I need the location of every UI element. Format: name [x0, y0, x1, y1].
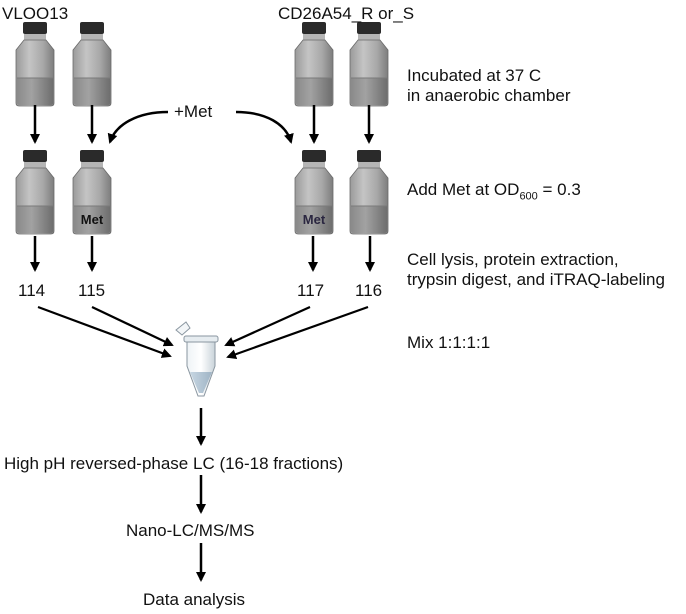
bottle-met-label: Met [81, 212, 104, 227]
met-arrow-left [107, 110, 169, 144]
arrow-mix-115 [91, 306, 174, 347]
bottle-cap [302, 22, 326, 34]
bottle-liquid [296, 206, 332, 233]
workflow-fractionation: High pH reversed-phase LC (16-18 fractio… [4, 454, 344, 473]
culture-bottles-treated: Met Met [15, 150, 389, 235]
bottle-cap [357, 22, 381, 34]
bottle-cd26-control [349, 150, 389, 235]
itraq-tag-115: 115 [78, 281, 106, 300]
step-lysis-line2: trypsin digest, and iTRAQ-labeling [407, 270, 665, 289]
step-incubation-line1: Incubated at 37 C [407, 66, 542, 85]
bottle-liquid [17, 78, 53, 105]
bottle-neck [303, 34, 325, 40]
bottle-liquid [74, 206, 110, 233]
arrow-mix-117 [224, 305, 311, 347]
arrow-mix-116 [226, 305, 369, 360]
bottle-cap [80, 22, 104, 34]
bottle-liquid [351, 206, 387, 233]
bottle-neck [358, 162, 380, 168]
workflow-ms: Nano-LC/MS/MS [126, 521, 255, 540]
strain-label-left: VLOO13 [2, 4, 69, 23]
bottle-met-label: Met [303, 212, 326, 227]
bottle-cap [23, 150, 47, 162]
bottle-neck [81, 34, 103, 40]
bottle-vloo13-met: Met [72, 150, 112, 235]
strain-label-right: CD26A54_R or_S [278, 4, 415, 23]
met-addition-arrows [107, 110, 294, 144]
bottle-cd26-a-initial [294, 22, 334, 107]
step-mix: Mix 1:1:1:1 [407, 333, 491, 352]
bottle-liquid [17, 206, 53, 233]
step-incubation-line2: in anaerobic chamber [407, 86, 571, 105]
bottle-neck [24, 34, 46, 40]
step-add-met-prefix: Add Met at OD [407, 180, 520, 199]
bottle-vloo13-b-initial [72, 22, 112, 107]
met-addition-label: +Met [174, 102, 213, 121]
bottle-neck [358, 34, 380, 40]
bottle-liquid [74, 78, 110, 105]
itraq-tag-116: 116 [355, 281, 383, 300]
microcentrifuge-tube-icon [175, 321, 219, 397]
bottle-neck [81, 162, 103, 168]
bottle-cap [23, 22, 47, 34]
itraq-tag-117: 117 [297, 281, 325, 300]
met-arrow-right [235, 110, 294, 144]
workflow-analysis: Data analysis [143, 590, 246, 609]
step-incubation: Incubated at 37 C in anaerobic chamber [407, 66, 570, 106]
arrow-mix-114 [37, 305, 172, 358]
culture-bottles-initial [15, 22, 389, 107]
step-add-met-subscript: 600 [519, 190, 538, 203]
step-add-met: Add Met at OD600 = 0.3 [407, 180, 581, 206]
bottle-neck [24, 162, 46, 168]
bottle-cap [80, 150, 104, 162]
mixing-arrows [37, 305, 369, 360]
bottle-liquid [351, 78, 387, 105]
step-lysis: Cell lysis, protein extraction, trypsin … [407, 250, 665, 290]
bottle-liquid [296, 78, 332, 105]
bottle-neck [303, 162, 325, 168]
bottle-cap [302, 150, 326, 162]
bottle-cd26-met: Met [294, 150, 334, 235]
lysis-arrows [30, 236, 375, 272]
bottle-cap [357, 150, 381, 162]
step-lysis-line1: Cell lysis, protein extraction, [407, 250, 619, 269]
step-add-met-suffix: = 0.3 [537, 180, 581, 199]
bottle-cd26-b-initial [349, 22, 389, 107]
bottle-vloo13-control [15, 150, 55, 235]
bottle-vloo13-a-initial [15, 22, 55, 107]
incubation-arrows [30, 105, 374, 144]
itraq-tag-114: 114 [18, 281, 46, 300]
